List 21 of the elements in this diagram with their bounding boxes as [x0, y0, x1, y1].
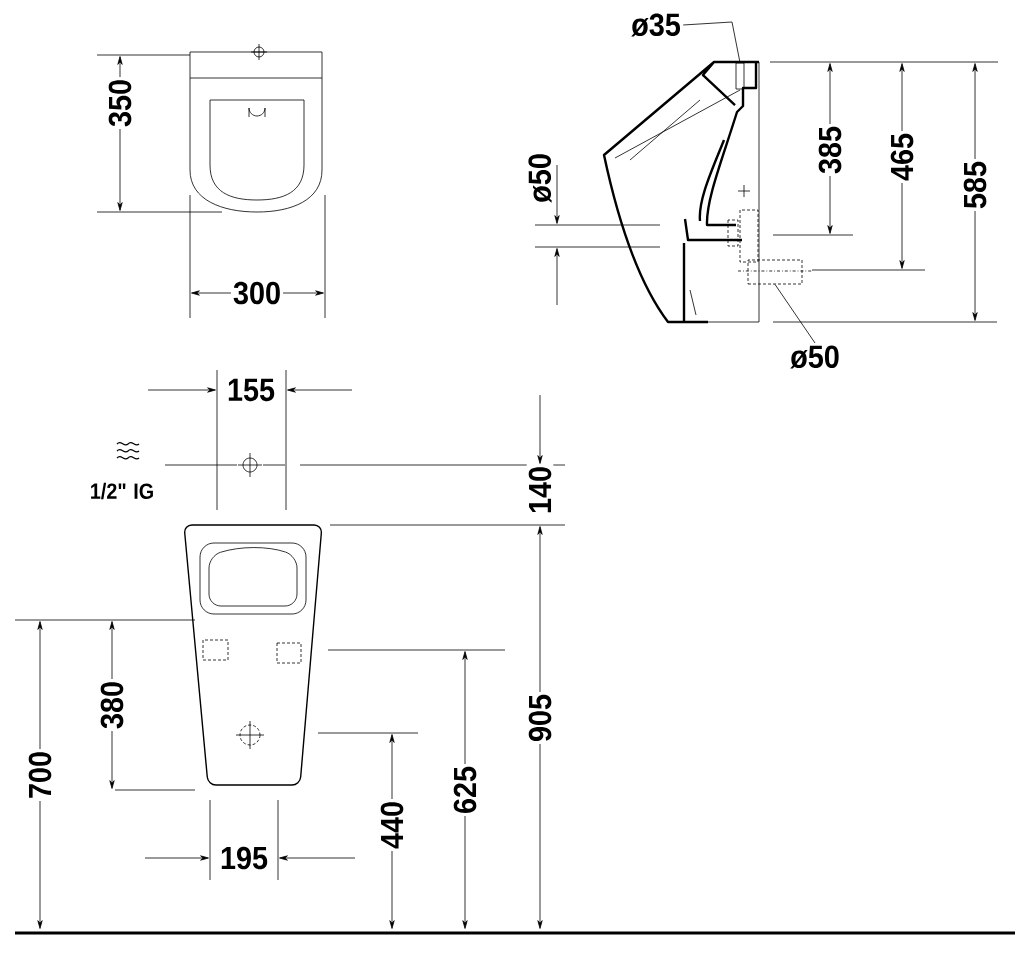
- diameter-label: ø35: [631, 13, 680, 37]
- dimension-label: 585: [961, 159, 989, 212]
- dimension-label: 300: [231, 279, 284, 307]
- leader-line: [774, 284, 816, 344]
- leader-line: [682, 21, 741, 63]
- dimension-label: 905: [526, 692, 554, 745]
- dimension-label: 700: [26, 749, 54, 802]
- dimension-label: 625: [451, 764, 479, 817]
- dimension-label: 380: [98, 679, 126, 732]
- outlet-pipe: [747, 259, 803, 285]
- dimension-label: 1/2" IG: [87, 480, 157, 502]
- dimension-label: 385: [816, 123, 844, 177]
- dimension-label: 350: [106, 77, 134, 130]
- dimension-label: ø50: [526, 151, 554, 205]
- dimension-label: 465: [888, 131, 916, 184]
- dimension-label: 155: [225, 376, 278, 404]
- diameter-label: ø50: [790, 345, 839, 369]
- dimension-label: 440: [378, 799, 406, 852]
- dimension-label: 195: [218, 844, 271, 872]
- inlet-opening: [735, 62, 745, 90]
- dimension-label: 140: [526, 464, 554, 517]
